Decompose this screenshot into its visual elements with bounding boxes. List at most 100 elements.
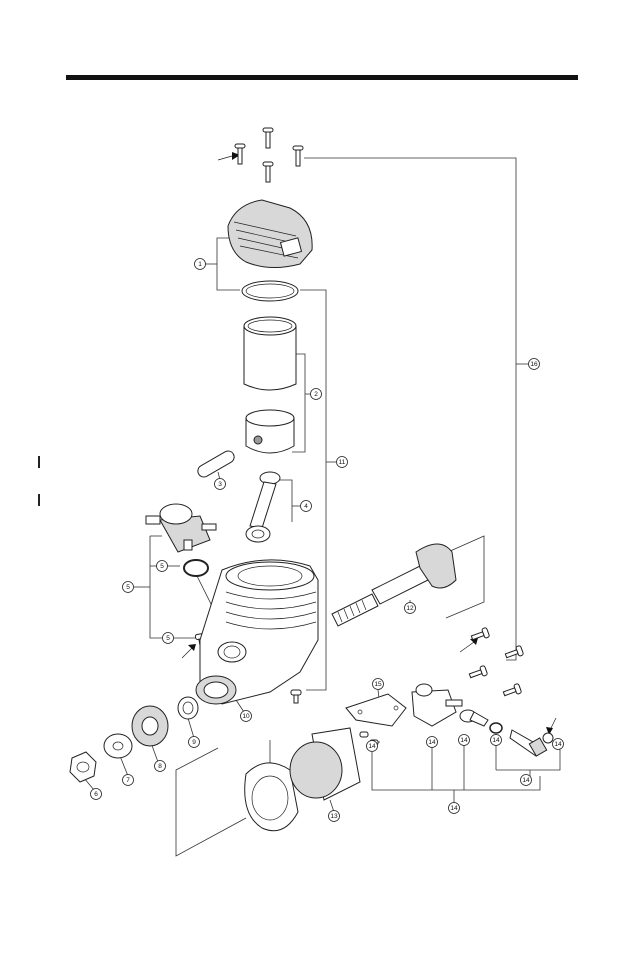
callout-circle [372,678,384,690]
cover-screws [468,627,524,697]
crankcase-screw [290,689,302,704]
callout-label: 12 [406,605,414,612]
header-rule [66,75,578,80]
callout-circle [310,388,322,400]
callout-c14f: 14 [520,774,532,786]
callout-circle [214,478,226,490]
callout-circle [162,632,174,644]
rear-cover [289,727,361,801]
callout-circle [520,774,532,786]
callout-circle [156,560,168,572]
callout-c5b: 5 [122,581,134,593]
callout-c1: 1 [194,258,206,270]
prop-washer [103,733,133,759]
carburetor [145,503,217,553]
callout-circle [300,500,312,512]
callout-circle [154,760,166,772]
callout-circle [552,738,564,750]
callout-c8: 8 [154,760,166,772]
callout-label: 3 [218,481,222,488]
connecting-rod [245,471,281,543]
callout-label: 1 [198,261,202,268]
callout-label: 13 [330,813,338,820]
callout-label: 4 [304,503,308,510]
pump-body [411,683,463,727]
callout-c14c: 14 [458,734,470,746]
drive-hub [131,705,169,747]
callout-label: 14 [428,739,436,746]
callout-label: 14 [554,741,562,748]
pump-bracket [345,693,407,727]
rear-gasket [244,762,299,832]
thrust-washer [177,696,199,720]
callout-c9: 9 [188,736,200,748]
callout-circle [426,736,438,748]
callout-label: 14 [460,737,468,744]
callout-c7: 7 [122,774,134,786]
callout-circle [404,602,416,614]
callout-circle [528,358,540,370]
head-gasket [241,280,299,302]
callout-circle [448,802,460,814]
callout-c15: 15 [372,678,384,690]
crankshaft [331,543,457,627]
prop-nut [69,751,97,783]
callout-label: 16 [530,361,538,368]
callout-label: 11 [339,459,346,466]
pump-nipple [542,732,554,744]
insert-arrows [181,152,557,735]
callout-circle [122,774,134,786]
callout-c14e: 14 [552,738,564,750]
callout-c12: 12 [404,602,416,614]
callout-label: 15 [374,681,382,688]
callout-label: 14 [368,743,376,750]
callout-label: 14 [492,737,500,744]
callout-circle [188,736,200,748]
callout-label: 5 [160,563,164,570]
cylinder-liner [243,316,297,391]
cylinder-head [227,199,313,268]
callout-label: 7 [126,777,130,784]
callout-circle [122,581,134,593]
pump-needle [509,729,548,757]
callout-c10: 10 [240,710,252,722]
callout-label: 14 [522,777,530,784]
callout-c16: 16 [528,358,540,370]
callout-circle [490,734,502,746]
callout-circle [240,710,252,722]
callout-c14g: 14 [448,802,460,814]
callout-label: 8 [158,763,162,770]
crankcase [195,559,319,705]
carb-o-ring [183,559,209,577]
callout-label: 2 [314,391,318,398]
callout-c5c: 5 [162,632,174,644]
margin-change-bar [38,494,40,506]
callout-circle [458,734,470,746]
callout-circle [194,258,206,270]
callout-c4: 4 [300,500,312,512]
callout-circle [336,456,348,468]
callout-c3: 3 [214,478,226,490]
callout-label: 14 [450,805,458,812]
pump-o-ring [489,722,503,734]
callout-c14b: 14 [426,736,438,748]
callout-c14d: 14 [490,734,502,746]
callout-label: 5 [166,635,170,642]
callout-c5a: 5 [156,560,168,572]
callout-circle [90,788,102,800]
callout-c2: 2 [310,388,322,400]
callout-label: 10 [242,713,250,720]
head-screws [234,127,304,183]
callout-label: 9 [192,739,196,746]
callout-c6: 6 [90,788,102,800]
wrist-pin [197,450,235,478]
callout-circle [366,740,378,752]
callout-c11: 11 [336,456,348,468]
callout-label: 5 [126,584,130,591]
callout-c13: 13 [328,810,340,822]
pump-valve [459,709,489,727]
callout-c14a: 14 [366,740,378,752]
callout-circle [328,810,340,822]
